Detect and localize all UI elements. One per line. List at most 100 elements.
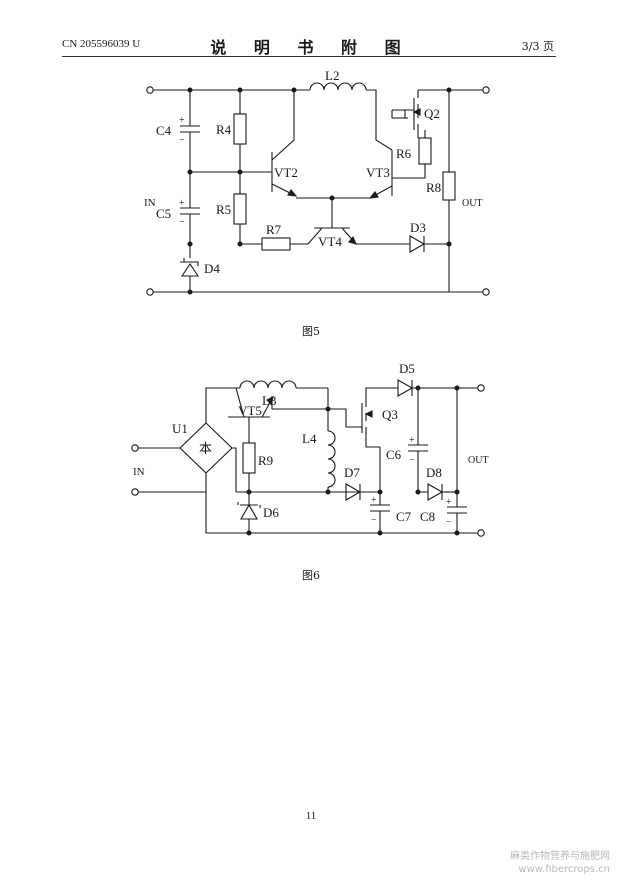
label-c6-plus: + <box>409 435 415 446</box>
label-u1: U1 <box>172 421 188 436</box>
diode-d3 <box>409 235 426 253</box>
label-d5: D5 <box>399 361 415 376</box>
resistor-r4 <box>233 113 247 145</box>
label-out: OUT <box>468 455 489 466</box>
terminal-out-top <box>482 86 490 94</box>
label-c8: C8 <box>420 509 435 524</box>
terminal-in-bottom <box>131 488 139 496</box>
label-r4: R4 <box>216 122 232 137</box>
wire <box>328 408 362 428</box>
wire <box>205 492 478 534</box>
mosfet-q2 <box>392 90 419 130</box>
label-c7: C7 <box>396 509 412 524</box>
watermark: 麻类作物营养与施肥网 www.fibercrops.cn <box>510 850 610 876</box>
resistor-r5 <box>233 193 247 225</box>
label-c7-minus: − <box>371 515 377 526</box>
label-c4: C4 <box>156 123 172 138</box>
wire <box>271 399 328 410</box>
label-c4-plus: + <box>179 115 185 126</box>
transistor-vt2 <box>271 90 297 197</box>
inductor-l4 <box>327 430 336 488</box>
wire <box>392 130 426 179</box>
resistor-r9 <box>242 442 256 474</box>
label-q3: Q3 <box>382 407 398 422</box>
label-vt3: VT3 <box>366 165 390 180</box>
figure-5-caption: 图5 <box>302 325 320 338</box>
resistor-r6 <box>418 137 432 165</box>
page-indicator: 3/3 页 <box>521 40 554 53</box>
label-d3: D3 <box>410 220 426 235</box>
inductor-l2 <box>309 82 367 91</box>
label-l4: L4 <box>302 431 317 446</box>
wire <box>138 447 207 493</box>
label-d4: D4 <box>204 261 220 276</box>
junction <box>187 241 193 247</box>
junction <box>415 489 421 495</box>
label-c5: C5 <box>156 206 171 221</box>
terminal-in-bottom <box>146 288 154 296</box>
transistor-vt4-arrow <box>348 235 357 245</box>
wire <box>366 89 393 151</box>
label-d8: D8 <box>426 465 442 480</box>
label-c5-minus: − <box>179 217 185 228</box>
label-r5: R5 <box>216 202 231 217</box>
junction <box>454 489 460 495</box>
label-d7: D7 <box>344 465 360 480</box>
patent-number: CN 205596039 U <box>62 38 141 50</box>
junction <box>377 489 383 495</box>
label-vt5: VT5 <box>238 403 262 418</box>
label-in: IN <box>133 466 145 478</box>
junction <box>454 530 460 536</box>
figure-5-circuit: L2 Q2 C4 + − R4 R6 VT2 VT3 R8 IN OUT C5 … <box>144 68 490 296</box>
label-d6: D6 <box>263 505 279 520</box>
label-bridge: 本 <box>199 441 212 456</box>
transistor-vt2-arrow <box>287 189 298 197</box>
label-in: IN <box>144 197 156 209</box>
resistor-r7 <box>261 237 291 251</box>
wire <box>205 387 240 492</box>
junction <box>246 489 252 495</box>
label-r7: R7 <box>266 222 282 237</box>
junction <box>246 530 252 536</box>
label-c8-minus: − <box>446 517 452 528</box>
label-r9: R9 <box>258 453 273 468</box>
capacitor-c4 <box>180 125 200 133</box>
mosfet-q3-arrow <box>364 410 373 418</box>
zener-d4 <box>180 258 200 277</box>
transistor-vt3-arrow <box>368 191 379 199</box>
junction <box>377 530 383 536</box>
watermark-title: 麻类作物营养与施肥网 <box>510 851 610 862</box>
mosfet-q3 <box>361 399 367 435</box>
page-title: 说 明 书 附 图 <box>210 38 412 57</box>
label-r8: R8 <box>426 180 441 195</box>
terminal-in-top <box>146 86 154 94</box>
diode-d8 <box>427 483 444 501</box>
label-c4-minus: − <box>179 135 185 146</box>
header-rule <box>62 56 556 57</box>
resistor-r8 <box>442 171 456 201</box>
junction <box>187 87 193 93</box>
junction <box>329 195 335 201</box>
watermark-url: www.fibercrops.cn <box>518 864 610 875</box>
page-number: 11 <box>305 810 317 822</box>
junction <box>187 289 193 295</box>
figure-6-caption: 图6 <box>302 569 320 582</box>
mosfet-q2-arrow <box>412 108 421 116</box>
label-c7-plus: + <box>371 495 377 506</box>
label-q2: Q2 <box>424 106 440 121</box>
label-vt4: VT4 <box>318 234 342 249</box>
label-out: OUT <box>462 198 483 209</box>
label-c6: C6 <box>386 447 402 462</box>
zener-d6 <box>237 502 261 520</box>
label-vt2: VT2 <box>274 165 298 180</box>
terminal-in-top <box>131 444 139 452</box>
junction <box>237 87 243 93</box>
label-c6-minus: − <box>409 455 415 466</box>
junction <box>291 87 297 93</box>
terminal-out-bottom <box>477 529 485 537</box>
wire <box>365 387 398 448</box>
terminal-out-bottom <box>482 288 490 296</box>
inductor-l3 <box>239 380 297 389</box>
label-l2: L2 <box>325 68 339 83</box>
diode-d5 <box>397 379 414 397</box>
